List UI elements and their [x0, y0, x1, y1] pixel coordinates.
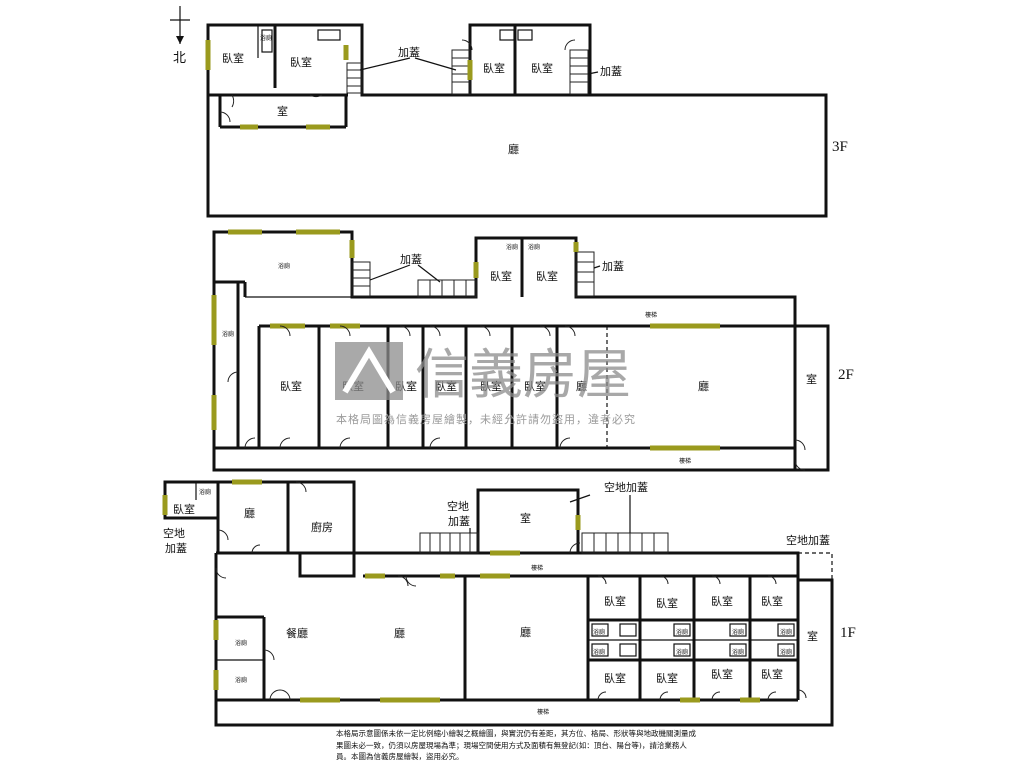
room-2f-bath-2: 浴廁: [222, 330, 234, 338]
room-1f-bedroom-7: 臥室: [711, 667, 733, 681]
room-1f-bedroom-small: 臥室: [173, 502, 195, 516]
room-2f-hall-a: 廳: [576, 379, 587, 393]
room-2f-bath-1: 浴廁: [278, 262, 290, 270]
room-1f-hall-a: 廳: [394, 626, 405, 640]
room-2f-bedroom-1: 臥室: [280, 379, 302, 393]
room-1f-bath-8: 浴廁: [780, 648, 792, 656]
room-2f-bath-3: 浴廁: [506, 243, 518, 251]
watermark-subtext: 本格局圖為信義房屋繪製，未經允許請勿盜用，違者必究: [336, 412, 636, 426]
annotation-2f-addon-1: 加蓋: [400, 253, 422, 266]
annotation-2f-addon-2: 加蓋: [602, 260, 624, 273]
stair-3f-right: [569, 49, 589, 95]
room-3f-hall: 廳: [508, 142, 519, 156]
stair-1f-label-2: 樓梯: [537, 708, 549, 716]
room-1f-bath-left-2: 浴廁: [235, 676, 247, 684]
room-2f-bath-4: 浴廁: [528, 243, 540, 251]
room-1f-bath-1: 浴廁: [593, 628, 605, 636]
stair-3f-mid: [451, 49, 471, 95]
stair-2f-label-1: 樓梯: [645, 311, 657, 319]
room-3f-bath-1: 浴廁: [260, 34, 272, 42]
room-2f-room: 室: [806, 372, 817, 386]
stair-2f-mid: [417, 279, 477, 298]
annotation-1f-open-space-addon: 空地加蓋: [604, 480, 648, 494]
room-2f-bedroom-b: 臥室: [536, 269, 558, 283]
room-1f-bedroom-4: 臥室: [761, 594, 783, 608]
stair-2f-label-2: 樓梯: [679, 457, 691, 465]
room-2f-bedroom-6: 臥室: [524, 379, 546, 393]
room-1f-hall-top: 廳: [244, 506, 255, 520]
room-1f-room-mid: 室: [520, 511, 531, 525]
annotation-1f-open-space-addon-right: 空地加蓋: [786, 533, 830, 547]
floor-label-3f: 3F: [832, 139, 848, 155]
stair-3f-left: [346, 62, 363, 94]
floor-3f: 臥室 浴廁 臥室 室 臥室 臥室 廳 加蓋 加蓋 3F: [205, 23, 848, 218]
room-1f-bedroom-1: 臥室: [604, 594, 626, 608]
stair-2f-right: [575, 251, 595, 297]
room-1f-bath-top: 浴廁: [199, 488, 211, 496]
room-1f-room-right: 室: [807, 629, 818, 643]
room-1f-bath-3: 浴廁: [732, 628, 744, 636]
floor-label-2f: 2F: [838, 367, 854, 383]
room-1f-hall-b: 廳: [520, 625, 531, 639]
room-2f-bedroom-a: 臥室: [490, 269, 512, 283]
annotation-1f-open-space-mid: 空地: [447, 499, 469, 513]
annotation-3f-addon-1: 加蓋: [398, 46, 420, 59]
room-3f-bedroom-4: 臥室: [531, 61, 553, 75]
room-3f-bedroom-3: 臥室: [483, 61, 505, 75]
open-addon-left: [419, 532, 479, 554]
room-1f-bath-6: 浴廁: [676, 648, 688, 656]
floor-label-1f: 1F: [840, 625, 856, 641]
room-3f-bedroom-1: 臥室: [222, 51, 244, 65]
room-1f-bath-5: 浴廁: [593, 648, 605, 656]
room-1f-bath-2: 浴廁: [676, 628, 688, 636]
stair-2f-left: [351, 261, 371, 297]
watermark: 信義房屋 本格局圖為信義房屋繪製，未經允許請勿盜用，違者必究: [335, 342, 636, 426]
watermark-brand: 信義房屋: [415, 343, 631, 406]
annotation-3f-addon-2: 加蓋: [600, 65, 622, 78]
floor-1f: 臥室 浴廁 廳 廚房 空地 加蓋 空地 加蓋 室 空地加蓋 空地加蓋 浴廁 浴廁…: [162, 479, 856, 727]
floor-2f: 浴廁 浴廁 浴廁 浴廁 臥室 臥室 臥室 臥室 臥室 臥室 臥室 臥室 廳 廳 …: [211, 229, 854, 472]
north-label: 北: [173, 50, 186, 65]
room-1f-bedroom-5: 臥室: [604, 671, 626, 685]
annotation-1f-addon-mid: 加蓋: [448, 515, 470, 528]
room-2f-bedroom-5: 臥室: [480, 379, 502, 393]
annotation-1f-open-space: 空地: [163, 526, 185, 540]
room-1f-bedroom-3: 臥室: [711, 594, 733, 608]
north-compass: 北: [170, 6, 190, 65]
room-2f-bedroom-4: 臥室: [435, 379, 457, 393]
annotation-1f-addon-left: 加蓋: [165, 542, 187, 555]
room-1f-bedroom-6: 臥室: [656, 671, 678, 685]
open-addon-right: [581, 532, 669, 554]
room-1f-bath-4: 浴廁: [780, 628, 792, 636]
room-2f-hall-b: 廳: [698, 379, 709, 393]
room-1f-bath-left-1: 浴廁: [235, 639, 247, 647]
room-3f-bedroom-2: 臥室: [290, 55, 312, 69]
room-1f-bath-7: 浴廁: [732, 648, 744, 656]
stair-1f-label-1: 樓梯: [531, 564, 543, 572]
room-1f-dining: 餐廳: [286, 626, 308, 640]
room-3f-room: 室: [277, 104, 288, 118]
room-1f-bedroom-8: 臥室: [761, 667, 783, 681]
room-1f-bedroom-2: 臥室: [656, 596, 678, 610]
room-1f-kitchen: 廚房: [311, 520, 333, 534]
disclaimer-text: 本格局示意圖係未依一定比例縮小繪製之概繪圖，與實況仍有差距，其方位、格局、形狀等…: [336, 729, 696, 761]
